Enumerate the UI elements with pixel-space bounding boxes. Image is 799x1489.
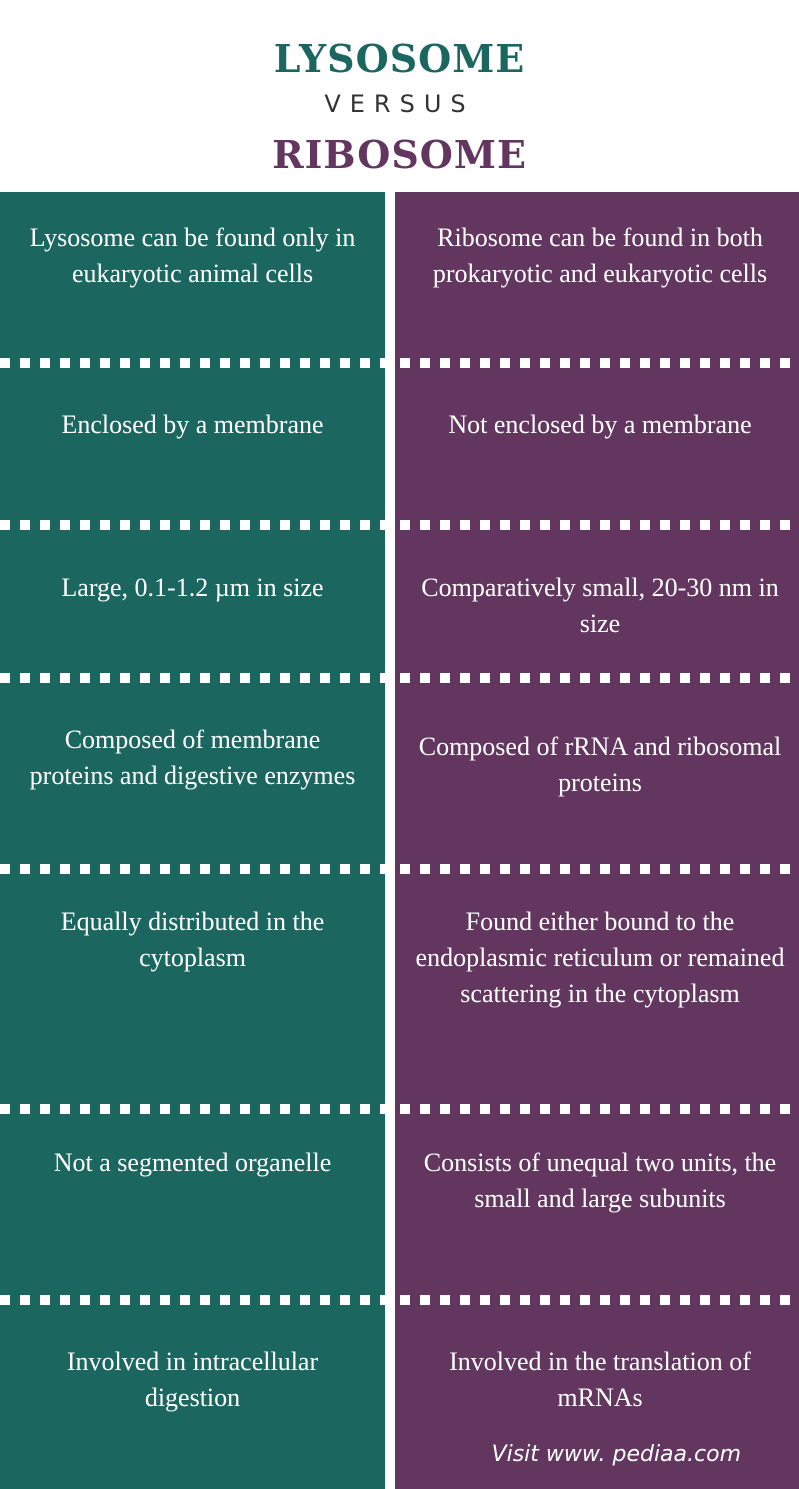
row-6-lysosome-text: Not a segmented organelle bbox=[53, 1148, 332, 1177]
row-7-ribosome-text: Involved in the translation of mRNAs bbox=[449, 1347, 751, 1412]
row-divider bbox=[0, 1104, 799, 1114]
row-4-ribosome-text: Composed of rRNA and ribosomal proteins bbox=[418, 732, 782, 797]
row-3-lysosome-text: Large, 0.1-1.2 µm in size bbox=[61, 573, 324, 602]
comparison-header: LYSOSOME VERSUS RIBOSOME bbox=[0, 0, 799, 192]
row-4-lysosome-text: Composed of membrane proteins and digest… bbox=[29, 725, 356, 790]
row-divider bbox=[0, 520, 799, 530]
versus-label: VERSUS bbox=[324, 90, 475, 118]
row-2-ribosome-text: Not enclosed by a membrane bbox=[448, 410, 752, 439]
title-ribosome: RIBOSOME bbox=[272, 132, 527, 177]
row-divider bbox=[0, 673, 799, 683]
row-1-ribosome-text: Ribosome can be found in both prokaryoti… bbox=[432, 223, 768, 288]
row-5-ribosome-text: Found either bound to the endoplasmic re… bbox=[415, 907, 785, 1008]
row-6-ribosome-text: Consists of unequal two units, the small… bbox=[423, 1148, 777, 1213]
ribosome-column bbox=[395, 192, 799, 1489]
row-5-lysosome-text: Equally distributed in the cytoplasm bbox=[60, 907, 325, 972]
row-divider bbox=[0, 1295, 799, 1305]
row-2-lysosome-text: Enclosed by a membrane bbox=[61, 410, 324, 439]
row-3-ribosome-text: Comparatively small, 20-30 nm in size bbox=[421, 573, 779, 638]
source-credit: Visit www. pediaa.com bbox=[491, 1442, 741, 1467]
row-divider bbox=[0, 864, 799, 874]
row-1-lysosome-text: Lysosome can be found only in eukaryotic… bbox=[29, 223, 356, 288]
row-divider bbox=[0, 358, 799, 368]
lysosome-column bbox=[0, 192, 385, 1489]
title-lysosome: LYSOSOME bbox=[273, 36, 526, 81]
row-7-lysosome-text: Involved in intracellular digestion bbox=[66, 1347, 319, 1412]
